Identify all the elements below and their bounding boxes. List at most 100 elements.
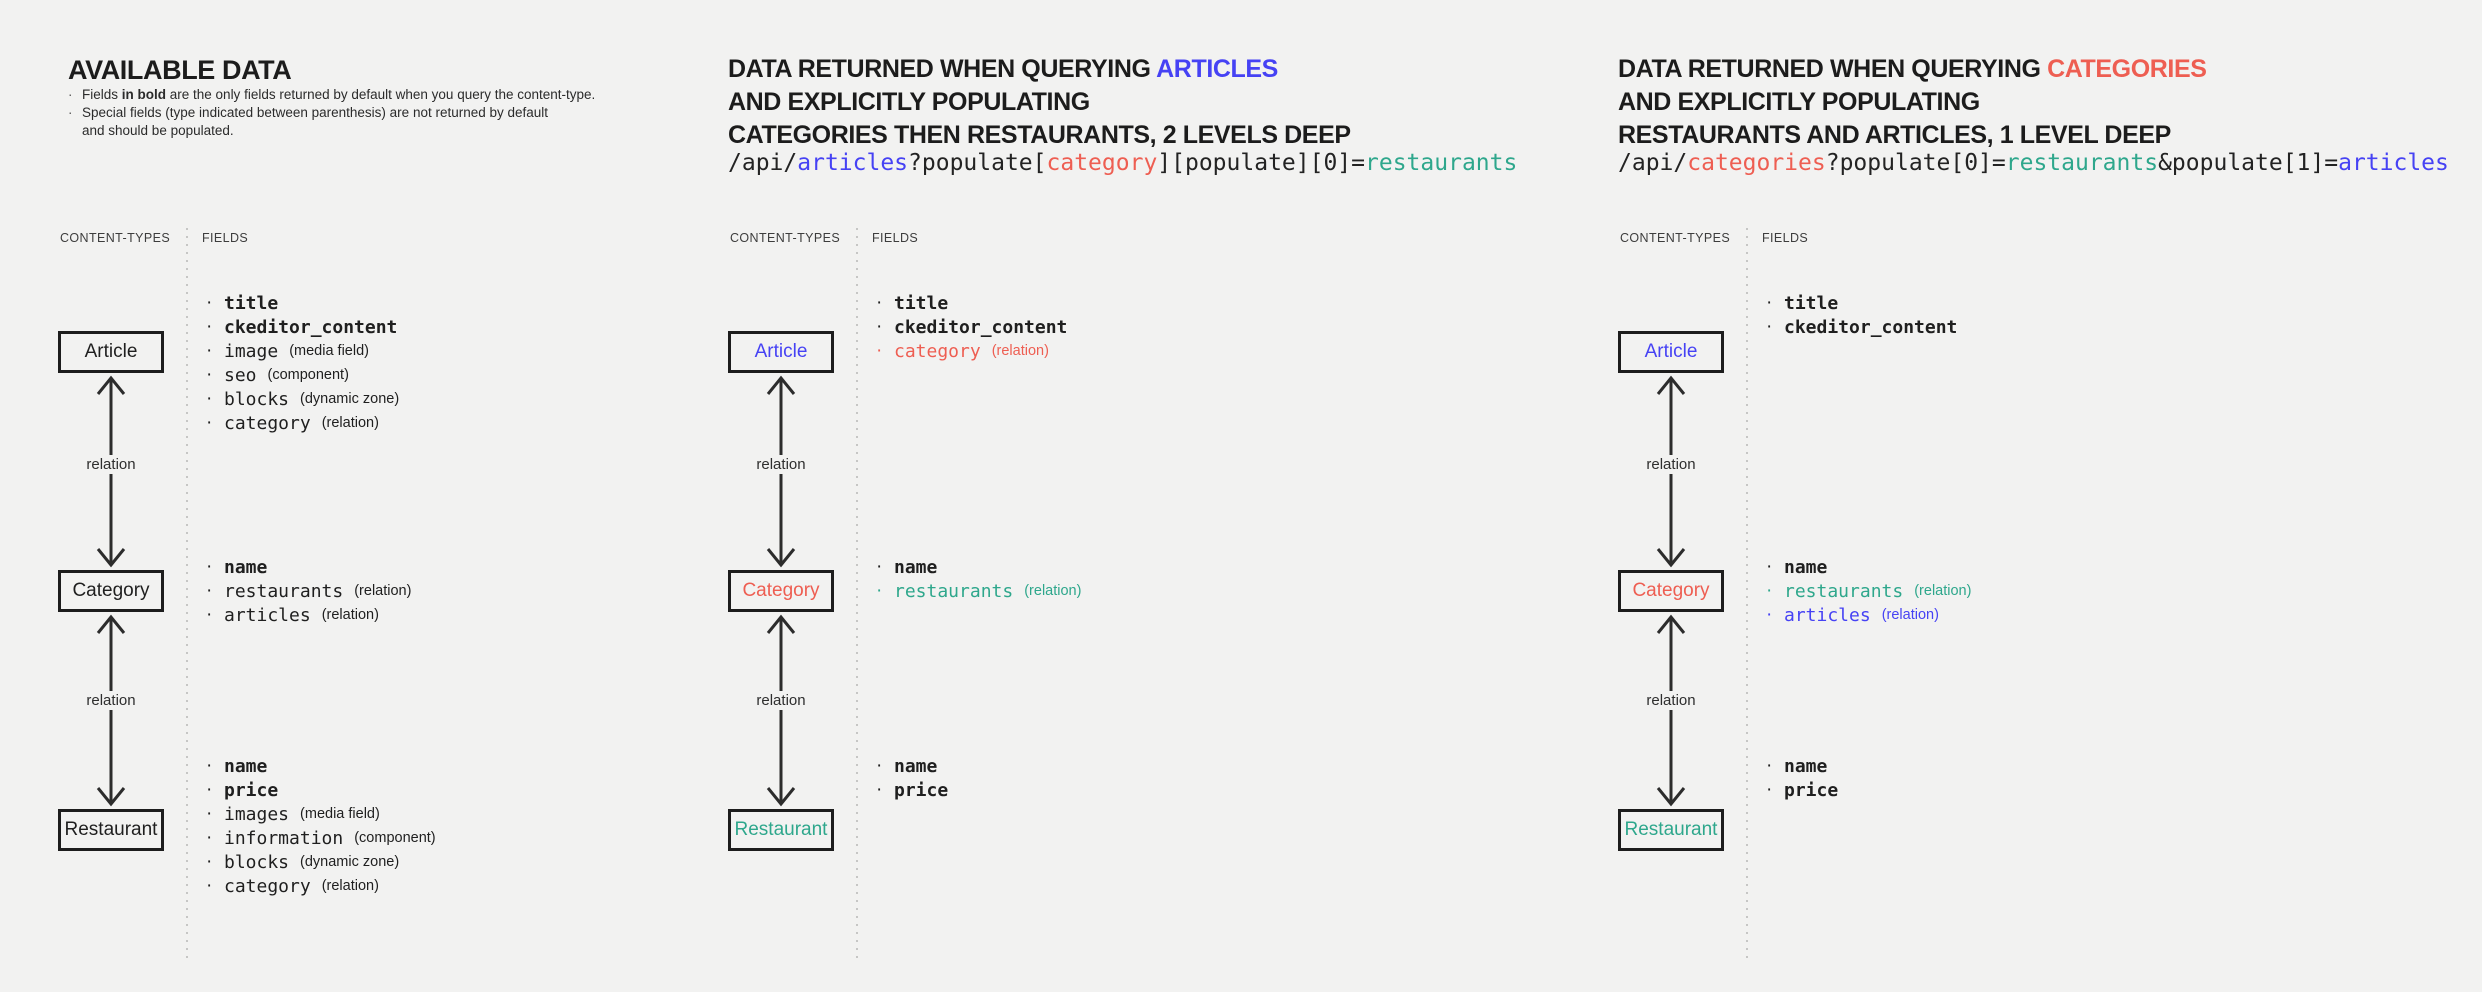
bullet-icon: · — [206, 604, 213, 625]
field-item: ·blocks(dynamic zone) — [206, 851, 400, 873]
bullet-icon: · — [68, 105, 73, 120]
category-fields-list: ·name ·restaurants(relation) ·articles(r… — [1766, 555, 1971, 627]
bullet-icon: · — [876, 340, 883, 361]
bullet-icon: · — [206, 803, 213, 824]
field-item: ·articles(relation) — [206, 604, 379, 626]
bullet-icon: · — [876, 316, 883, 337]
bullet-icon: · — [206, 875, 213, 896]
field-item: ·category(relation) — [876, 340, 1049, 362]
field-item: ·articles(relation) — [1766, 604, 1939, 626]
field-item: ·title — [206, 292, 279, 314]
field-item: ·ckeditor_content — [1766, 316, 1958, 338]
bullet-icon: · — [206, 364, 213, 385]
bullet-icon: · — [206, 851, 213, 872]
column-header-content-types: CONTENT-TYPES — [1620, 231, 1731, 245]
bullet-icon: · — [876, 556, 883, 577]
column-divider — [856, 228, 858, 962]
field-item: ·title — [876, 292, 949, 314]
column-header-content-types: CONTENT-TYPES — [730, 231, 841, 245]
field-item: ·name — [876, 755, 938, 777]
relation-arrow-icon — [766, 614, 796, 807]
page-title: DATA RETURNED WHEN QUERYING ARTICLES AND… — [728, 54, 1351, 149]
column-divider — [1746, 228, 1748, 962]
category-box-label: Category — [72, 580, 150, 601]
field-item: ·price — [206, 779, 279, 801]
field-item: ·name — [206, 556, 268, 578]
bullet-icon: · — [206, 779, 213, 800]
article-box: Article — [1618, 331, 1724, 373]
highlight-categories: CATEGORIES — [2047, 54, 2207, 83]
panel-query-articles: DATA RETURNED WHEN QUERYING ARTICLES AND… — [728, 0, 1588, 992]
field-item: ·price — [1766, 779, 1839, 801]
bullet-icon: · — [206, 388, 213, 409]
bullet-icon: · — [206, 412, 213, 433]
field-item: ·name — [876, 556, 938, 578]
note-item: · Special fields (type indicated between… — [68, 104, 595, 140]
restaurant-box-label: Restaurant — [1624, 819, 1718, 840]
bullet-icon: · — [1766, 316, 1773, 337]
highlight-articles: ARTICLES — [1156, 54, 1278, 83]
bullet-icon: · — [206, 292, 213, 313]
relation-arrow-icon — [1656, 614, 1686, 807]
category-box: Category — [1618, 570, 1724, 612]
bullet-icon: · — [876, 580, 883, 601]
restaurant-fields-list: ·name ·price — [1766, 754, 1849, 802]
page-title: DATA RETURNED WHEN QUERYING CATEGORIES A… — [1618, 54, 2207, 149]
relation-label: relation — [728, 455, 834, 474]
field-item: ·images(media field) — [206, 803, 380, 825]
relation-arrow-icon — [96, 614, 126, 807]
bullet-icon: · — [206, 316, 213, 337]
panel-query-categories: DATA RETURNED WHEN QUERYING CATEGORIES A… — [1618, 0, 2482, 992]
field-item: ·name — [206, 755, 268, 777]
article-box-label: Article — [1644, 341, 1698, 362]
bullet-icon: · — [876, 292, 883, 313]
column-divider — [186, 228, 188, 962]
field-item: ·ckeditor_content — [206, 316, 398, 338]
field-item: ·title — [1766, 292, 1839, 314]
restaurant-box-label: Restaurant — [734, 819, 828, 840]
bullet-icon: · — [206, 556, 213, 577]
relation-label: relation — [1618, 691, 1724, 710]
field-item: ·category(relation) — [206, 875, 379, 897]
bullet-icon: · — [206, 827, 213, 848]
field-item: ·information(component) — [206, 827, 436, 849]
category-fields-list: ·name ·restaurants(relation) — [876, 555, 1081, 603]
note-item: · Fields in bold are the only fields ret… — [68, 86, 595, 104]
field-item: ·image(media field) — [206, 340, 369, 362]
bullet-icon: · — [206, 580, 213, 601]
column-header-fields: FIELDS — [202, 231, 249, 245]
relation-label: relation — [728, 691, 834, 710]
field-item: ·name — [1766, 755, 1828, 777]
article-box: Article — [58, 331, 164, 373]
bullet-icon: · — [1766, 556, 1773, 577]
field-item: ·seo(component) — [206, 364, 349, 386]
category-box-label: Category — [742, 580, 820, 601]
bullet-icon: · — [876, 755, 883, 776]
category-box: Category — [728, 570, 834, 612]
category-box: Category — [58, 570, 164, 612]
note-text: Fields in bold are the only fields retur… — [82, 87, 596, 102]
field-item: ·restaurants(relation) — [876, 580, 1082, 602]
field-item: ·ckeditor_content — [876, 316, 1068, 338]
notes-list: · Fields in bold are the only fields ret… — [68, 86, 595, 140]
field-item: ·name — [1766, 556, 1828, 578]
restaurant-box: Restaurant — [728, 809, 834, 851]
bullet-icon: · — [206, 755, 213, 776]
bullet-icon: · — [1766, 292, 1773, 313]
bullet-icon: · — [206, 340, 213, 361]
api-query: /api/articles?populate[category][populat… — [728, 150, 1518, 176]
note-text: Special fields (type indicated between p… — [82, 105, 549, 138]
article-box-label: Article — [84, 341, 138, 362]
bullet-icon: · — [1766, 604, 1773, 625]
column-header-content-types: CONTENT-TYPES — [60, 231, 171, 245]
article-fields-list: ·title ·ckeditor_content ·category(relat… — [876, 291, 1078, 363]
restaurant-box: Restaurant — [1618, 809, 1724, 851]
panel-available-data: AVAILABLE DATA · Fields in bold are the … — [58, 0, 698, 992]
restaurant-fields-list: ·name ·price ·images(media field) ·infor… — [206, 754, 436, 898]
restaurant-box: Restaurant — [58, 809, 164, 851]
field-item: ·restaurants(relation) — [206, 580, 412, 602]
column-header-fields: FIELDS — [1762, 231, 1809, 245]
relation-label: relation — [58, 455, 164, 474]
bullet-icon: · — [1766, 779, 1773, 800]
